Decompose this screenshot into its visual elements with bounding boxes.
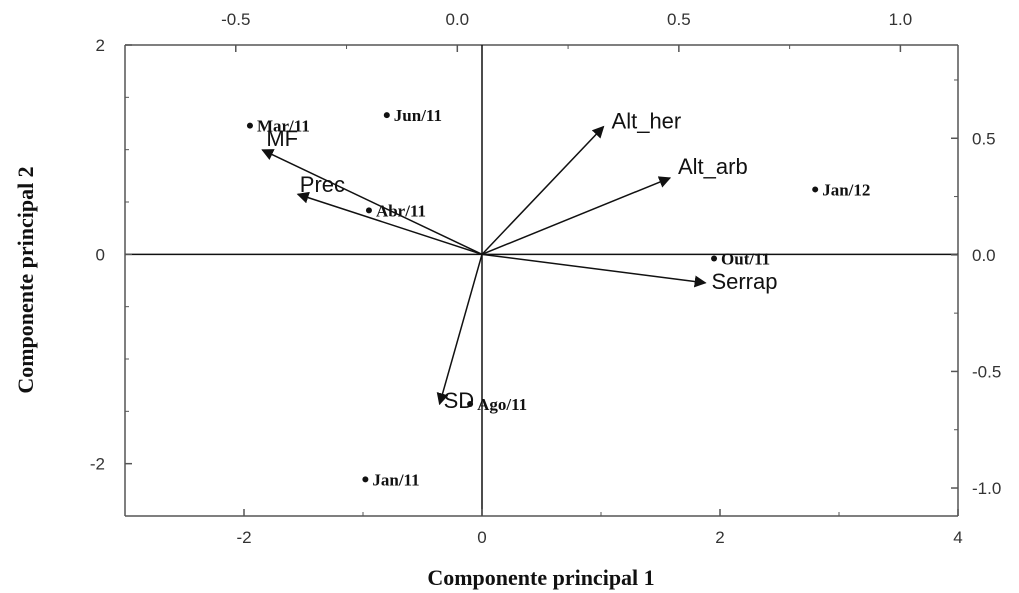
- score-point-abr-11: [365, 207, 372, 214]
- loading-arrow-prec: [296, 191, 483, 256]
- x-tick-label: 0: [477, 528, 486, 547]
- loading-label-alt-her: Alt_her: [612, 109, 682, 134]
- y-tick-label: 2: [96, 36, 105, 55]
- plot-frame: [124, 44, 959, 517]
- top-tick-label: 0.5: [667, 10, 691, 29]
- right-tick-label: 0.5: [972, 129, 996, 148]
- axis-ticks: -2 0 2 4 -2 0 2 -0.5 0.0 0.5 1.0 0.5 0.0 -0.5 -1.0: [90, 10, 1001, 547]
- top-tick-label: -0.5: [221, 10, 250, 29]
- loading-arrow-sd: [436, 254, 483, 406]
- loading-label-alt-arb: Alt_arb: [678, 154, 748, 179]
- loading-arrow-alt-her: [481, 125, 605, 255]
- y-axis-title: Componente principal 2: [13, 166, 38, 393]
- loading-label-prec: Prec: [300, 172, 345, 197]
- top-tick-label: 1.0: [889, 10, 913, 29]
- x-axis-title: Componente principal 1: [427, 565, 654, 590]
- y-tick-label: -2: [90, 455, 105, 474]
- score-point-jun-11: [383, 112, 390, 119]
- y-tick-label: 0: [96, 245, 105, 264]
- score-label-out-11: Out/11: [721, 250, 770, 269]
- x-tick-label: 4: [953, 528, 962, 547]
- score-label-jan-11: Jan/11: [372, 470, 419, 489]
- loading-label-serrap: Serrap: [711, 269, 777, 294]
- top-tick-label: 0.0: [445, 10, 469, 29]
- score-label-jan-12: Jan/12: [822, 180, 870, 199]
- x-tick-label: 2: [715, 528, 724, 547]
- score-label-abr-11: Abr/11: [376, 201, 426, 220]
- loading-arrow-alt-arb: [481, 176, 672, 256]
- score-point-out-11: [711, 255, 718, 262]
- score-point-jan-11: [362, 476, 369, 483]
- right-tick-label: -1.0: [972, 479, 1001, 498]
- loading-label-mf: MF: [266, 126, 298, 151]
- right-tick-label: 0.0: [972, 246, 996, 265]
- score-point-mar-11: [246, 122, 253, 129]
- zero-lines: [125, 45, 958, 516]
- score-point-ago-11: [467, 401, 474, 408]
- loading-arrow-mf: [261, 149, 483, 256]
- score-label-ago-11: Ago/11: [477, 395, 527, 414]
- right-tick-label: -0.5: [972, 362, 1001, 381]
- score-label-jun-11: Jun/11: [394, 106, 442, 125]
- score-label-mar-11: Mar/11: [257, 117, 310, 136]
- loading-label-sd: SD: [444, 388, 475, 413]
- score-point-jan-12: [812, 186, 819, 193]
- loading-arrow-serrap: [481, 253, 707, 288]
- x-tick-label: -2: [236, 528, 251, 547]
